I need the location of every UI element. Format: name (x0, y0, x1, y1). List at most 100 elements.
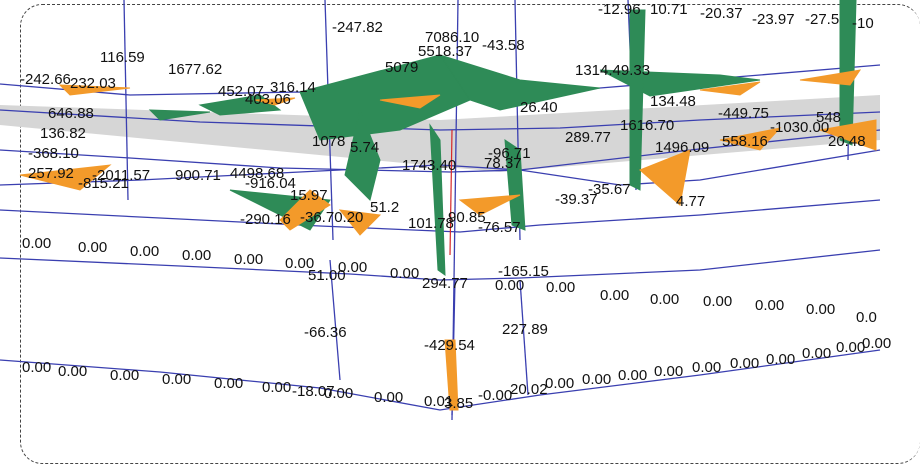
value-label: -10 (852, 15, 874, 32)
value-label: -35.67 (588, 181, 631, 198)
value-label: 403.06 (245, 91, 291, 108)
value-label: 26.40 (520, 99, 558, 116)
value-label: 0.00 (654, 363, 683, 380)
value-label: 0.00 (374, 389, 403, 406)
value-label: 15.97 (290, 187, 328, 204)
value-label: -449.75 (718, 105, 769, 122)
value-label: -43.58 (482, 37, 525, 54)
value-label: 7086.10 (425, 29, 479, 46)
value-label: 0.00 (600, 287, 629, 304)
value-label: -0.00 (478, 387, 512, 404)
mid-value-labels: 0.00 0.00 0.00 0.00 0.00 0.00 51.00 0.00… (22, 235, 877, 326)
value-label: 3.85 (444, 395, 473, 412)
value-label: 10.71 (650, 1, 688, 18)
value-label: 5518.37 (418, 43, 472, 60)
value-label: 0.00 (262, 379, 291, 396)
moment-fill-negative (19, 69, 877, 411)
value-label: 0.00 (650, 291, 679, 308)
value-label: 0.00 (22, 235, 51, 252)
value-label: 0.0 (856, 309, 877, 326)
frame-moment-diagram: -12.96 10.71 -20.37 -23.97 -27.5 -10 -24… (0, 0, 891, 421)
value-label: 134.48 (650, 93, 696, 110)
value-label: 900.71 (175, 167, 221, 184)
value-label: -96.71 (488, 145, 531, 162)
value-label: 0.00 (806, 301, 835, 318)
value-label: 116.59 (100, 49, 145, 66)
value-label: 51.2 (370, 199, 399, 216)
value-label: 0.00 (234, 251, 263, 268)
value-label: -247.82 (332, 19, 383, 36)
value-label: -36.70.20 (300, 209, 363, 226)
value-label: 1743.40 (402, 157, 456, 174)
value-label: 0.00 (618, 367, 647, 384)
value-label: -1030.00 (770, 119, 829, 136)
value-label: 0.00 (162, 371, 191, 388)
value-label: 0.00 (338, 259, 367, 276)
value-label: 5.74 (350, 139, 379, 156)
value-label: 0.00 (110, 367, 139, 384)
value-label: -242.66 (20, 71, 71, 88)
value-label: 0.00 (285, 255, 314, 272)
value-label: 232.03 (70, 75, 116, 92)
value-label: 4498.68 (230, 165, 284, 182)
mid-annotation-labels: -66.36 -429.54 227.89 (304, 321, 548, 354)
value-label: 0.00 (214, 375, 243, 392)
value-label: -23.97 (752, 11, 795, 28)
column-axis-red (449, 129, 453, 256)
value-label: 0.00 (324, 385, 353, 402)
bottom-value-labels: 0.00 0.00 0.00 0.00 0.00 0.00 -18.07 0.0… (22, 335, 891, 412)
value-label: 136.82 (40, 125, 86, 142)
value-label: 0.00 (836, 339, 865, 356)
value-label: 101.78 (408, 215, 454, 232)
value-label: 78.37 (484, 155, 522, 172)
value-label: 316.14 (270, 79, 316, 96)
value-label: 0.00 (78, 239, 107, 256)
value-label: -20.37 (700, 5, 743, 22)
value-label: 227.89 (502, 321, 548, 338)
value-label: 0.00 (58, 363, 87, 380)
value-label: -27.5 (805, 11, 839, 28)
value-label: 51.00 (308, 267, 346, 284)
value-label: -368.10 (28, 145, 79, 162)
value-label: -165.15 (498, 263, 549, 280)
value-label: -429.54 (424, 337, 475, 354)
value-label: 0.00 (546, 279, 575, 296)
value-label: 294.77 (422, 275, 468, 292)
value-label: 20.02 (510, 381, 548, 398)
value-label: -66.36 (304, 324, 347, 341)
value-label: 0.00 (130, 243, 159, 260)
value-label: -76.57 (478, 219, 521, 236)
value-label: 0.00 (182, 247, 211, 264)
value-label: 0.00 (755, 297, 784, 314)
value-label: 0.00 (766, 351, 795, 368)
value-label: -18.07 (292, 383, 335, 400)
value-label: -290.16 (240, 211, 291, 228)
value-label: 0.00 (582, 371, 611, 388)
value-label: 0.00 (730, 355, 759, 372)
value-label: 558.16 (722, 133, 768, 150)
value-label: 0.00 (802, 345, 831, 362)
value-label: 548 (816, 109, 841, 126)
value-label: 1496.09 (655, 139, 709, 156)
value-label: -2011.57 (92, 167, 150, 184)
value-label: 257.92 (28, 165, 74, 182)
value-label: 0.00 (495, 277, 524, 294)
value-label: 1078 (312, 133, 345, 150)
value-label: 0.00 (862, 335, 891, 352)
value-label: -916.04 (245, 175, 296, 192)
viewport-frame (20, 4, 920, 464)
value-label: 1677.62 (168, 61, 222, 78)
value-label: 20.48 (828, 133, 866, 150)
value-label: 646.88 (48, 105, 94, 122)
value-label: 4.77 (676, 193, 705, 210)
value-label: 0.01 (424, 393, 453, 410)
value-label: -39.37 (555, 191, 598, 208)
value-label: 1314.49.33 (575, 62, 650, 79)
value-label: 5079 (385, 59, 418, 76)
value-label: -12.96 (598, 1, 641, 18)
value-label: 0.00 (22, 359, 51, 376)
value-label: 0.00 (692, 359, 721, 376)
value-label: 452.07 (218, 83, 264, 100)
top-value-labels: -12.96 10.71 -20.37 -23.97 -27.5 -10 -24… (20, 1, 874, 236)
